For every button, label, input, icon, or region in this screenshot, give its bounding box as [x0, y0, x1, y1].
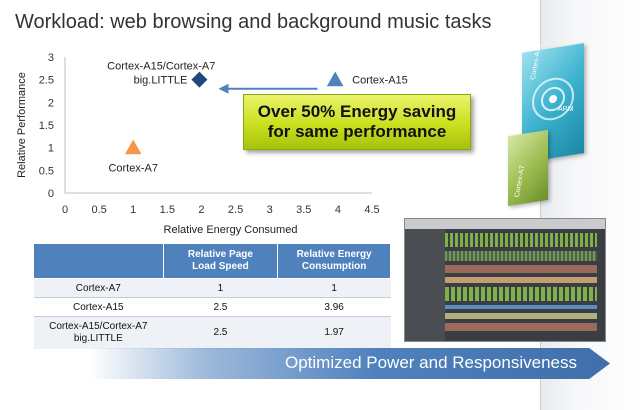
trace-band: [445, 277, 597, 283]
row-energy: 3.96: [277, 297, 391, 317]
side-panel-edge: [540, 0, 541, 410]
y-tick-label: 1: [48, 143, 54, 155]
trace-band: [445, 323, 597, 331]
x-tick-label: 3: [267, 204, 273, 216]
data-label-line-2: big.LITTLE: [134, 75, 188, 87]
x-tick-label: 1.5: [160, 204, 175, 216]
header-speed-line1: Relative Page: [187, 249, 253, 260]
row-name-line2: big.LITTLE: [73, 333, 123, 344]
row-name-line1: Cortex-A15/Cortex-A7: [49, 321, 148, 332]
y-tick-label: 0: [48, 188, 54, 200]
data-label: Cortex-A15: [352, 75, 408, 87]
data-point-triangle: [325, 69, 345, 88]
banner-text: Optimized Power and Responsiveness: [285, 353, 577, 372]
row-speed: 2.5: [163, 297, 278, 317]
chip-brand-label: ARM: [558, 106, 574, 113]
trace-band: [445, 313, 597, 319]
y-tick-label: 2: [48, 97, 54, 109]
data-point-triangle: [123, 137, 143, 156]
trace-band: [445, 251, 597, 261]
row-name: Cortex-A7: [33, 278, 164, 298]
trace-band: [445, 287, 597, 301]
trace-band: [445, 305, 597, 309]
y-tick-label: 2.5: [39, 75, 54, 87]
row-energy: 1.97: [277, 316, 391, 349]
row-energy: 1: [277, 278, 391, 298]
y-tick-label: 1.5: [39, 120, 54, 132]
data-label: Cortex-A7: [108, 163, 158, 175]
cortex-a7-chip-graphic: Cortex-A7: [508, 129, 548, 207]
header-energy-line2: Consumption: [301, 261, 367, 272]
x-tick-label: 4.5: [364, 204, 379, 216]
trace-band: [445, 265, 597, 273]
x-tick-label: 3.5: [296, 204, 311, 216]
y-tick-label: 0.5: [39, 165, 54, 177]
x-tick-label: 4: [335, 204, 341, 216]
y-tick-label: 3: [48, 52, 54, 64]
x-axis-label: Relative Energy Consumed: [164, 224, 298, 236]
x-tick-label: 2: [198, 204, 204, 216]
chip-a15-label: Cortex-A15: [530, 43, 544, 80]
x-tick-label: 0: [62, 204, 68, 216]
table-row: Cortex-A7 1 1: [33, 278, 391, 298]
row-name: Cortex-A15: [33, 297, 164, 317]
callout-line-1: Over 50% Energy saving: [257, 102, 457, 121]
banner-arrow: [90, 348, 610, 379]
row-speed: 2.5: [163, 316, 278, 349]
trace-band: [445, 233, 597, 247]
x-tick-label: 1: [130, 204, 136, 216]
header-energy-line1: Relative Energy: [296, 249, 372, 260]
callout-line-2: for same performance: [267, 122, 447, 141]
y-axis-label: Relative Performance: [16, 72, 28, 178]
x-tick-label: 0.5: [91, 204, 106, 216]
table-row: Cortex-A15 2.5 3.96: [33, 297, 391, 317]
x-tick-label: 2.5: [228, 204, 243, 216]
row-speed: 1: [163, 278, 278, 298]
chip-a7-label: Cortex-A7: [514, 165, 527, 198]
energy-saving-callout: Over 50% Energy saving for same performa…: [243, 94, 471, 150]
trace-sidebar: [405, 229, 445, 341]
performance-trace-screenshot: [404, 218, 606, 342]
slide-title: Workload: web browsing and background mu…: [15, 11, 492, 33]
header-speed-line2: Load Speed: [192, 261, 249, 272]
table-header-empty: [33, 243, 164, 279]
data-point-diamond: [191, 71, 208, 88]
chart-arrow-head: [218, 83, 229, 94]
data-label-line-1: Cortex-A15/Cortex-A7: [107, 61, 215, 73]
trace-toolbar: [405, 219, 605, 229]
